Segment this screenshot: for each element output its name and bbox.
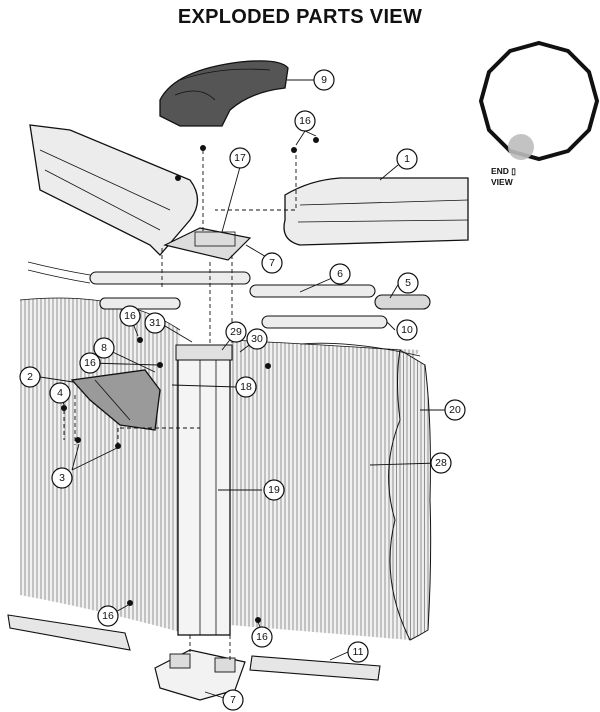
callout-16-left: 16 — [79, 352, 101, 374]
svg-text:28: 28 — [435, 457, 447, 469]
callout-17: 17 — [229, 147, 251, 169]
svg-text:2: 2 — [27, 371, 33, 383]
bottom-rails — [27, 261, 431, 329]
svg-text:31: 31 — [149, 317, 161, 329]
callout-9: 9 — [313, 69, 335, 91]
svg-text:16: 16 — [124, 310, 136, 322]
top-cap — [159, 60, 289, 127]
svg-text:5: 5 — [405, 277, 411, 289]
bottom-track-left — [7, 614, 131, 651]
svg-text:8: 8 — [101, 342, 107, 354]
svg-text:9: 9 — [321, 74, 327, 86]
svg-text:29: 29 — [230, 326, 242, 338]
svg-text:17: 17 — [234, 152, 246, 164]
callout-4: 4 — [49, 382, 71, 404]
svg-text:30: 30 — [251, 333, 263, 345]
upright-post — [175, 344, 233, 636]
top-rail-left — [29, 124, 199, 256]
assembly-lines — [63, 150, 297, 660]
svg-text:16: 16 — [84, 357, 96, 369]
callout-2: 2 — [19, 366, 41, 388]
callout-7-bottom: 7 — [222, 689, 244, 711]
callout-6: 6 — [329, 263, 351, 285]
callout-28: 28 — [430, 452, 452, 474]
callout-7-top: 7 — [261, 252, 283, 274]
page-title: EXPLODED PARTS VIEW — [177, 6, 423, 28]
callout-16-bottom-left: 16 — [97, 605, 119, 627]
callout-10: 10 — [396, 319, 418, 341]
svg-text:11: 11 — [353, 646, 364, 658]
svg-text:20: 20 — [449, 404, 461, 416]
screws — [61, 137, 319, 623]
callout-20: 20 — [444, 399, 466, 421]
top-rail-right — [283, 177, 469, 246]
callout-16-bottom-right: 16 — [251, 626, 273, 648]
svg-text:16: 16 — [299, 115, 311, 127]
callout-5: 5 — [397, 272, 419, 294]
end-view-outline — [478, 40, 600, 162]
liner — [299, 342, 432, 641]
svg-text:16: 16 — [256, 631, 268, 643]
callout-3: 3 — [51, 467, 73, 489]
svg-text:19: 19 — [268, 484, 280, 496]
callout-19: 19 — [263, 479, 285, 501]
callout-30: 30 — [246, 328, 268, 350]
end-view-label-2: VIEW — [491, 177, 514, 187]
top-plate — [163, 227, 252, 261]
svg-text:7: 7 — [269, 257, 275, 269]
svg-text:4: 4 — [57, 387, 63, 399]
svg-text:1: 1 — [404, 153, 410, 165]
bottom-track-right — [249, 655, 381, 681]
callout-8: 8 — [93, 337, 115, 359]
callout-11: 11 — [347, 641, 369, 663]
callout-18: 18 — [235, 376, 257, 398]
svg-text:10: 10 — [401, 324, 413, 336]
callout-29: 29 — [225, 321, 247, 343]
side-bracket — [70, 369, 161, 431]
callout-16-top: 16 — [294, 110, 316, 132]
svg-text:7: 7 — [230, 694, 236, 706]
callout-1: 1 — [396, 148, 418, 170]
svg-text:3: 3 — [59, 472, 65, 484]
svg-text:16: 16 — [102, 610, 114, 622]
end-view: END ▯ VIEW — [478, 40, 600, 187]
svg-text:18: 18 — [240, 381, 252, 393]
callout-31: 31 — [144, 312, 166, 334]
svg-text:6: 6 — [337, 268, 343, 280]
end-view-highlight — [508, 134, 534, 160]
end-view-label-1: END ▯ — [491, 166, 516, 176]
callout-16-mid: 16 — [119, 305, 141, 327]
